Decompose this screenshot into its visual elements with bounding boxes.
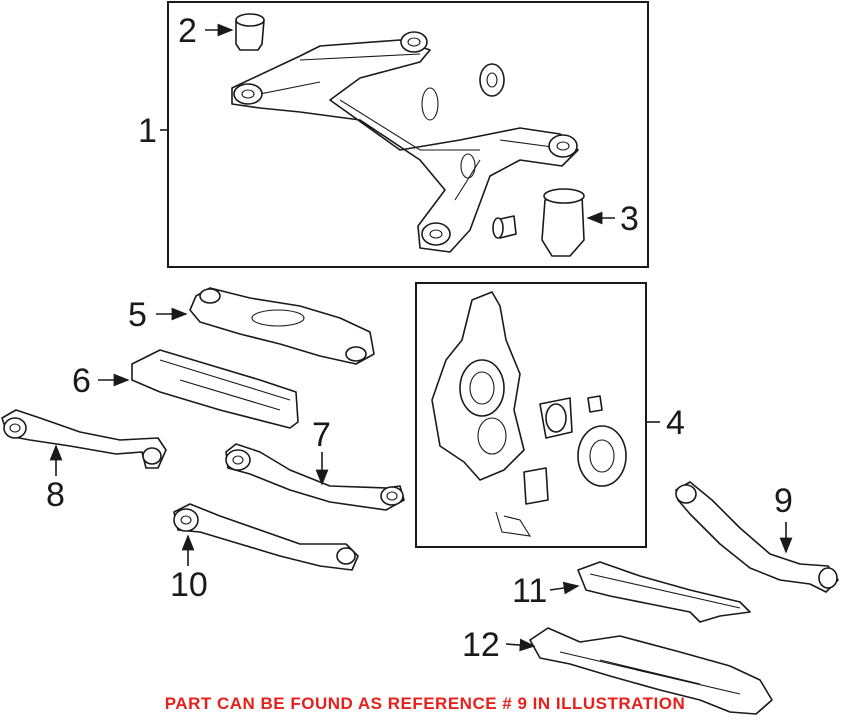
panel-12-part (529, 627, 773, 715)
callout-10: 10 (170, 566, 208, 604)
callout-6: 6 (72, 362, 91, 400)
link-10-part (173, 503, 359, 571)
callout-12: 12 (462, 626, 500, 664)
callout-11: 11 (512, 572, 547, 610)
bushing-2-part (235, 13, 505, 97)
callout-7: 7 (312, 416, 331, 454)
link-8-part (1, 409, 167, 469)
leader-11 (549, 581, 580, 595)
link-9-part (675, 481, 839, 593)
mount-3-part (492, 188, 585, 257)
reference-note: PART CAN BE FOUND AS REFERENCE # 9 IN IL… (164, 694, 686, 713)
leader-12 (505, 638, 536, 652)
shield-6-part (131, 349, 299, 429)
subframe-group-box (167, 1, 649, 268)
link-7-part (225, 443, 405, 511)
callout-4: 4 (666, 404, 685, 442)
knuckle-group-box (415, 282, 647, 548)
subframe-part (231, 31, 579, 253)
knuckle-part (431, 291, 627, 537)
callout-1: 1 (138, 112, 157, 150)
callout-8: 8 (46, 476, 65, 514)
shield-11-part (577, 561, 751, 623)
callout-5: 5 (128, 296, 147, 334)
callout-3: 3 (620, 200, 639, 238)
callout-9: 9 (774, 482, 793, 520)
control-arm-5-part (189, 287, 375, 365)
callout-2: 2 (178, 12, 197, 50)
